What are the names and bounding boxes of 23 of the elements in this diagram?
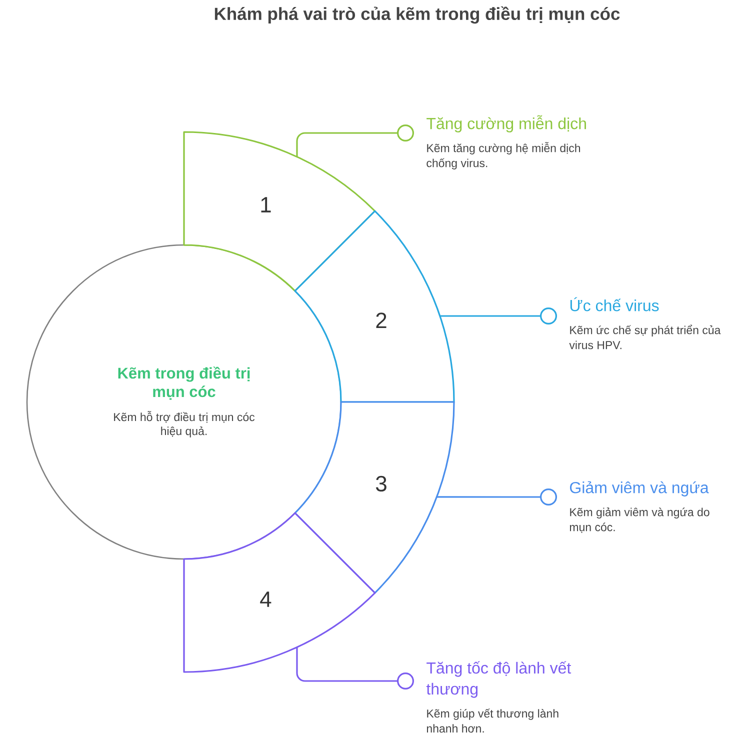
connector-line: [436, 488, 557, 506]
callout-heading: Ức chế virus: [570, 297, 659, 312]
callout-heading: Giảm viêm và ngứa: [570, 481, 709, 496]
callout-description: Kẽm giúp vết thương lành nhanh hơn.: [426, 708, 558, 733]
hub-heading: Kẽm trong điều trị mụn cóc: [118, 366, 250, 400]
callout-description: Kẽm giảm viêm và ngứa do mụn cóc.: [570, 508, 710, 533]
segment-number: 4: [260, 592, 272, 607]
ring-segment: [183, 131, 376, 292]
segment-number: 3: [376, 476, 386, 492]
callout-description: Kẽm ức chế sự phát triển của virus HPV.: [569, 324, 721, 350]
connector-line: [440, 308, 557, 324]
callout-heading: Tăng tốc độ lành vết thương: [426, 661, 572, 698]
connector-line: [296, 124, 414, 157]
callout-description: Kẽm tăng cường hệ miễn dịch chống virus.: [426, 142, 580, 170]
ring-segment: [294, 210, 455, 403]
ring-segment: [294, 401, 455, 594]
segment-number: 2: [376, 312, 386, 328]
connector-line: [296, 647, 414, 690]
hub-description: Kẽm hỗ trợ điều trị mụn cóc hiệu quả.: [114, 411, 255, 438]
callout-heading: Tăng cường miễn dịch: [426, 115, 586, 132]
ring-segment: [183, 512, 376, 673]
segment-number: 1: [261, 197, 271, 212]
title: Khám phá vai trò của kẽm trong điều trị mụn cóc: [214, 6, 620, 24]
